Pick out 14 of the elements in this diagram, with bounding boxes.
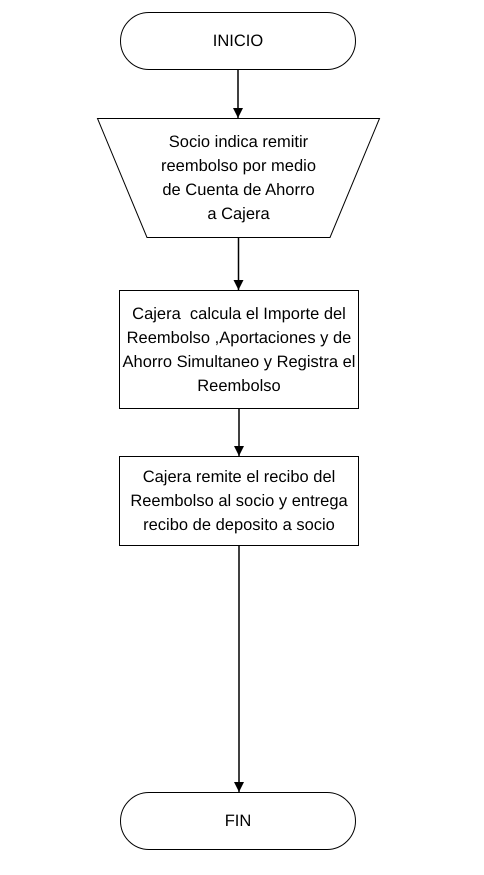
arrow: [234, 546, 244, 792]
arrow: [234, 238, 244, 290]
node-text: Cajera calcula el Importe del Reembolso ,Aportaciones y de Ahorro Simultaneo y Registra el Reembolso: [122, 304, 356, 396]
manual-operation-trapezoid: [97, 118, 380, 238]
node-text: Socio indica remitir reembolso por medio de Cuenta de Ahorro a Cajera: [160, 132, 317, 225]
node-text: FIN: [224, 811, 252, 832]
terminator-shape: [120, 12, 356, 70]
process-box: [119, 456, 359, 546]
node-text: Cajera remite el recibo del Reembolso al socio y entrega recibo de deposito a socio: [129, 467, 349, 536]
arrow: [234, 409, 244, 456]
process-box: [119, 290, 359, 409]
node-text: INICIO: [212, 31, 264, 52]
arrow: [233, 70, 243, 118]
terminator-shape: [120, 792, 356, 850]
